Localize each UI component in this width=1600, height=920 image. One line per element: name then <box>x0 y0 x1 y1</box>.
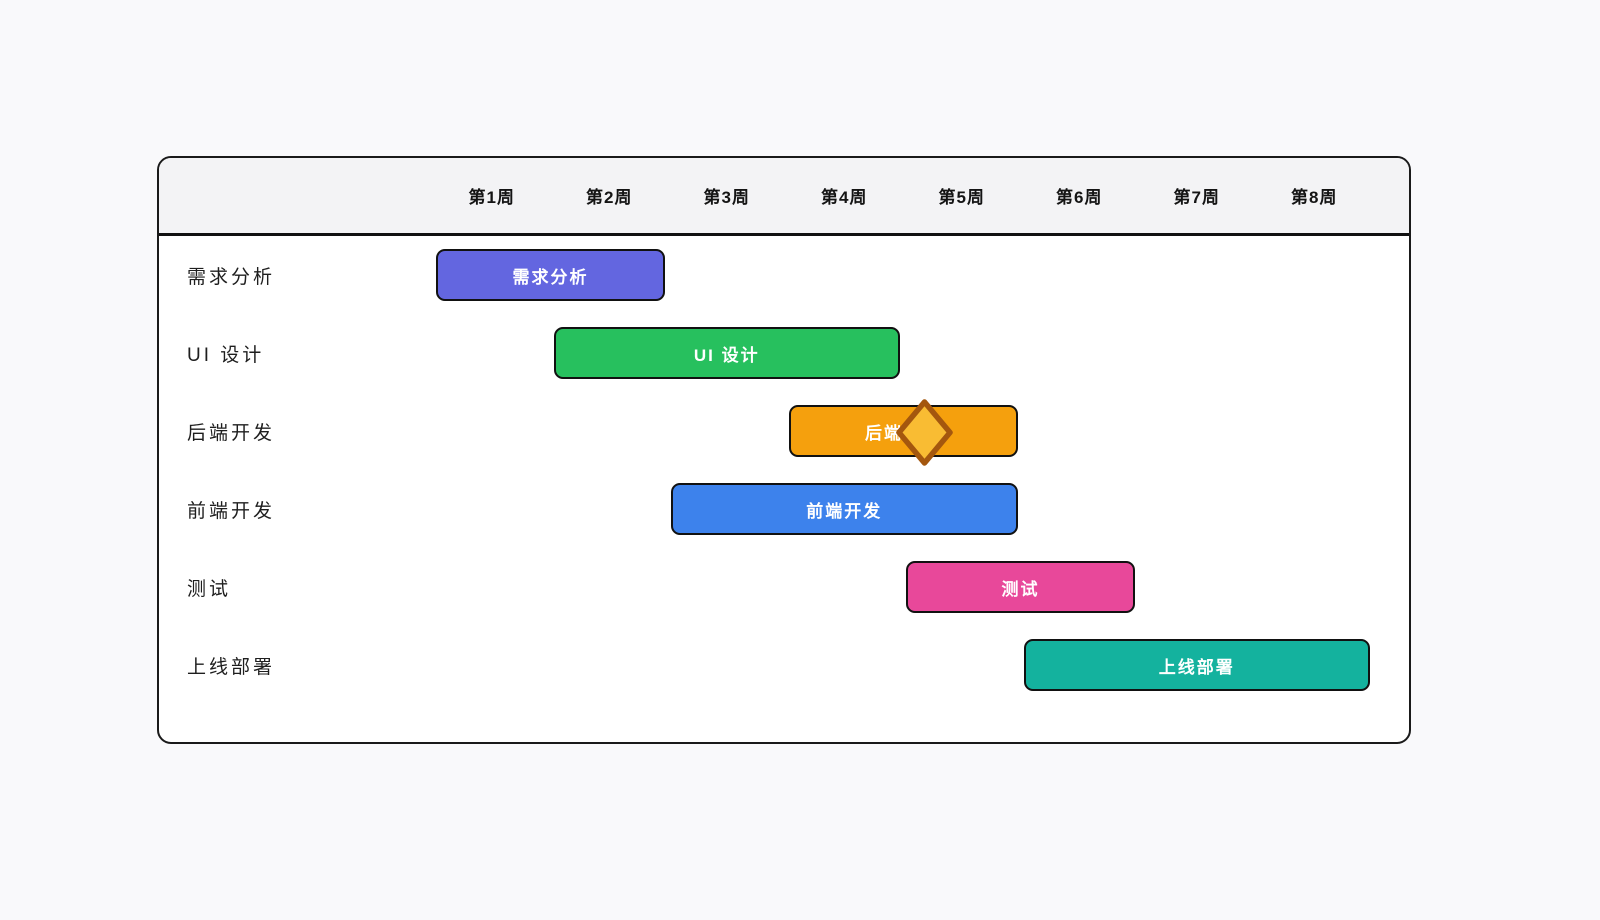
task-bar[interactable]: UI 设计 <box>553 327 900 379</box>
task-bar[interactable]: 前端开发 <box>671 483 1018 535</box>
task-label: 上线部署 <box>187 656 276 678</box>
task-label: UI 设计 <box>187 344 265 366</box>
task-row: 测试 测试 <box>159 548 1409 626</box>
week-label: 第7周 <box>1173 188 1220 207</box>
milestone-diamond-icon[interactable] <box>896 399 953 466</box>
week-label: 第4周 <box>821 188 868 207</box>
week-label: 第8周 <box>1291 188 1338 207</box>
task-row: UI 设计 UI 设计 <box>159 314 1409 392</box>
task-label: 需求分析 <box>187 266 276 288</box>
week-label: 第2周 <box>586 188 633 207</box>
week-label: 第1周 <box>468 188 515 207</box>
task-bar[interactable]: 测试 <box>906 561 1135 613</box>
task-row: 需求分析 需求分析 <box>159 236 1409 314</box>
week-label: 第5周 <box>938 188 985 207</box>
week-label: 第3周 <box>703 188 750 207</box>
task-label: 后端开发 <box>187 422 276 444</box>
milestone-overlay <box>896 399 953 466</box>
task-label: 前端开发 <box>187 500 276 522</box>
task-label: 测试 <box>187 578 232 600</box>
task-bar[interactable]: 上线部署 <box>1023 639 1370 691</box>
task-bar[interactable]: 需求分析 <box>436 249 665 301</box>
gantt-timeline-header: 第1周 第2周 第3周 第4周 第5周 第6周 第7周 第8周 <box>159 158 1409 236</box>
task-row: 后端开发后端开发 <box>159 392 1409 470</box>
task-row: 前端开发 前端开发 <box>159 470 1409 548</box>
task-row: 上线部署 上线部署 <box>159 626 1409 704</box>
week-label: 第6周 <box>1056 188 1103 207</box>
